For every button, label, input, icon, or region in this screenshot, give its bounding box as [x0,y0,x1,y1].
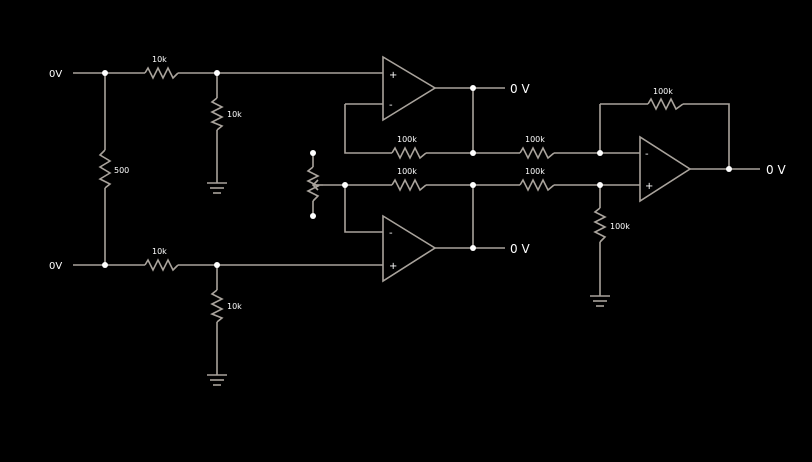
potentiometer [306,166,320,202]
resistor-gain-label: 500 [114,166,129,175]
resistor-in-top [144,66,179,80]
resistor-diff-bottom [519,178,555,192]
resistor-feedback-out-label: 100k [653,87,673,96]
output-bottom-label: 0 V [510,242,530,256]
horizontal-resistors [144,66,684,272]
junction-dots [102,70,732,268]
resistor-fb-a-label: 100k [397,135,417,144]
opamp-output-minus: - [645,149,649,160]
resistor-feedback-out [647,97,684,111]
wires [73,72,760,375]
resistor-diff-top [519,146,555,160]
resistor-shunt-top-label: 10k [227,110,242,119]
resistor-ground-out [593,207,607,243]
resistor-shunt-top [210,97,224,131]
opamp-bottom: - + [382,214,437,283]
resistor-in-bottom [144,258,179,272]
resistor-diff-bottom-label: 100k [525,167,545,176]
resistor-fb-b-label: 100k [397,167,417,176]
resistor-gain [98,149,112,189]
opamp-top-plus: + [389,70,397,81]
output-final-label: 0 V [766,163,786,177]
labels: 0V 0V 10k 10k 500 10k 10k 100k 100k 100k… [49,55,786,311]
potentiometer-wiper [311,179,323,191]
resistor-diff-top-label: 100k [525,135,545,144]
output-top-label: 0 V [510,82,530,96]
input-bottom-label: 0V [49,261,62,272]
resistor-ground-out-label: 100k [610,222,630,231]
resistor-in-top-label: 10k [152,55,167,64]
resistor-fb-b [391,178,427,192]
resistor-shunt-bottom-label: 10k [227,302,242,311]
ground-icon [207,374,227,386]
opamp-bottom-minus: - [389,228,393,239]
opamp-output-plus: + [645,181,653,192]
opamp-output: - + [639,135,692,203]
grounds [207,182,610,386]
ground-icon [590,295,610,307]
opamp-top: + - [382,55,437,122]
resistor-in-bottom-label: 10k [152,247,167,256]
input-top-label: 0V [49,69,62,80]
resistor-shunt-bottom [210,289,224,323]
opamp-bottom-plus: + [389,261,397,272]
ground-icon [207,182,227,194]
vertical-resistors [98,97,607,323]
resistor-fb-a [391,146,427,160]
opamp-top-minus: - [389,100,393,111]
